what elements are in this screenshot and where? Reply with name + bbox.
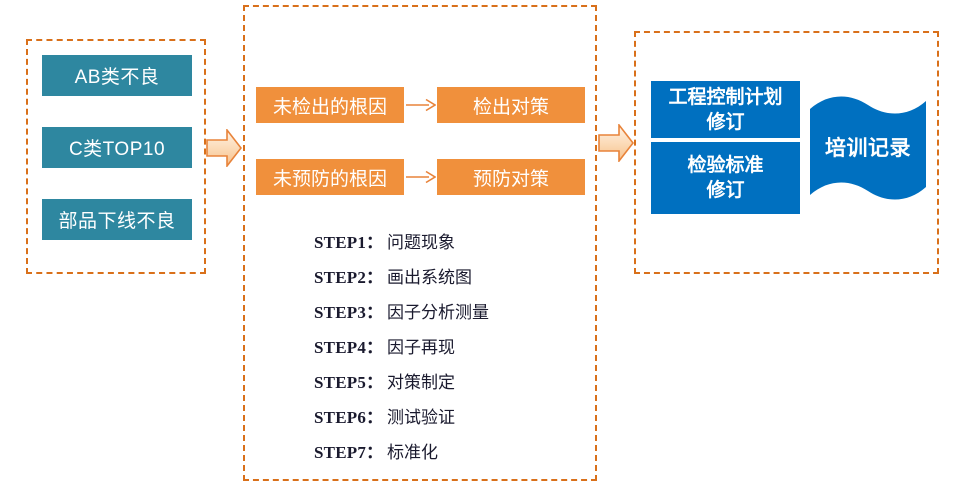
step-list-item: STEP5 ： 对策制定 [314,368,584,403]
defect-category-box-c-top10[interactable]: C类TOP10 [42,127,192,168]
defect-category-box-ab[interactable]: AB类不良 [42,55,192,96]
step-separator: ： [366,408,384,427]
left-group-panel [26,39,206,274]
step-list-item: STEP4 ： 因子再现 [314,333,584,368]
action-box-detection[interactable]: 检出对策 [437,87,585,123]
step-key: STEP6 [314,408,367,427]
step-separator: ： [366,233,384,252]
output-box-inspection-standard[interactable]: 检验标准 修订 [651,142,800,214]
output-box-label-line2: 修订 [706,180,745,201]
step-separator: ： [366,373,384,392]
cause-box-label: 未预防的根因 [272,168,387,190]
wavy-flag-icon [810,96,926,200]
step-value: 标准化 [387,443,439,462]
block-arrow-right-icon [598,122,635,164]
step-list-item: STEP2 ： 画出系统图 [314,263,584,298]
cause-box-unprevented[interactable]: 未预防的根因 [256,159,404,195]
action-box-label: 预防对策 [472,168,549,190]
action-box-label: 检出对策 [472,96,549,118]
output-box-process-control-plan[interactable]: 工程控制计划 修订 [651,81,800,138]
step-value: 因子再现 [387,338,456,357]
right-arrow-icon [406,98,437,112]
step-list-item: STEP1 ： 问题现象 [314,228,584,263]
step-value: 测试验证 [387,408,456,427]
step-value: 因子分析测量 [387,303,490,322]
output-box-label-line1: 工程控制计划 [668,86,783,108]
step-list-item: STEP6 ： 测试验证 [314,403,584,438]
step-list: STEP1 ： 问题现象 STEP2 ： 画出系统图 STEP3 ： 因子分析测… [314,228,584,473]
step-list-item: STEP7 ： 标准化 [314,438,584,473]
defect-category-label: AB类不良 [74,67,160,88]
step-value: 问题现象 [387,233,456,252]
defect-category-label: 部品下线不良 [58,211,176,232]
output-box-label-line1: 检验标准 [687,155,764,176]
step-separator: ： [366,303,384,322]
training-record-banner[interactable]: 培训记录 [806,95,930,207]
step-separator: ： [366,268,384,287]
step-key: STEP3 [314,303,367,322]
step-separator: ： [366,338,384,357]
cause-box-label: 未检出的根因 [272,96,387,118]
cause-box-undetected[interactable]: 未检出的根因 [256,87,404,123]
step-value: 画出系统图 [387,268,473,287]
right-arrow-icon [406,170,437,184]
step-value: 对策制定 [387,373,456,392]
middle-analysis-panel [243,5,597,481]
action-box-prevention[interactable]: 预防对策 [437,159,585,195]
block-arrow-right-icon [206,127,243,169]
step-key: STEP2 [314,268,367,287]
step-separator: ： [366,443,384,462]
step-key: STEP7 [314,443,367,462]
right-output-panel [634,31,939,274]
output-box-label-line2: 修订 [706,111,745,133]
defect-category-box-parts-offline[interactable]: 部品下线不良 [42,199,192,240]
step-list-item: STEP3 ： 因子分析测量 [314,298,584,333]
defect-category-label: C类TOP10 [68,139,166,160]
step-key: STEP4 [314,338,367,357]
step-key: STEP1 [314,233,367,252]
step-key: STEP5 [314,373,367,392]
